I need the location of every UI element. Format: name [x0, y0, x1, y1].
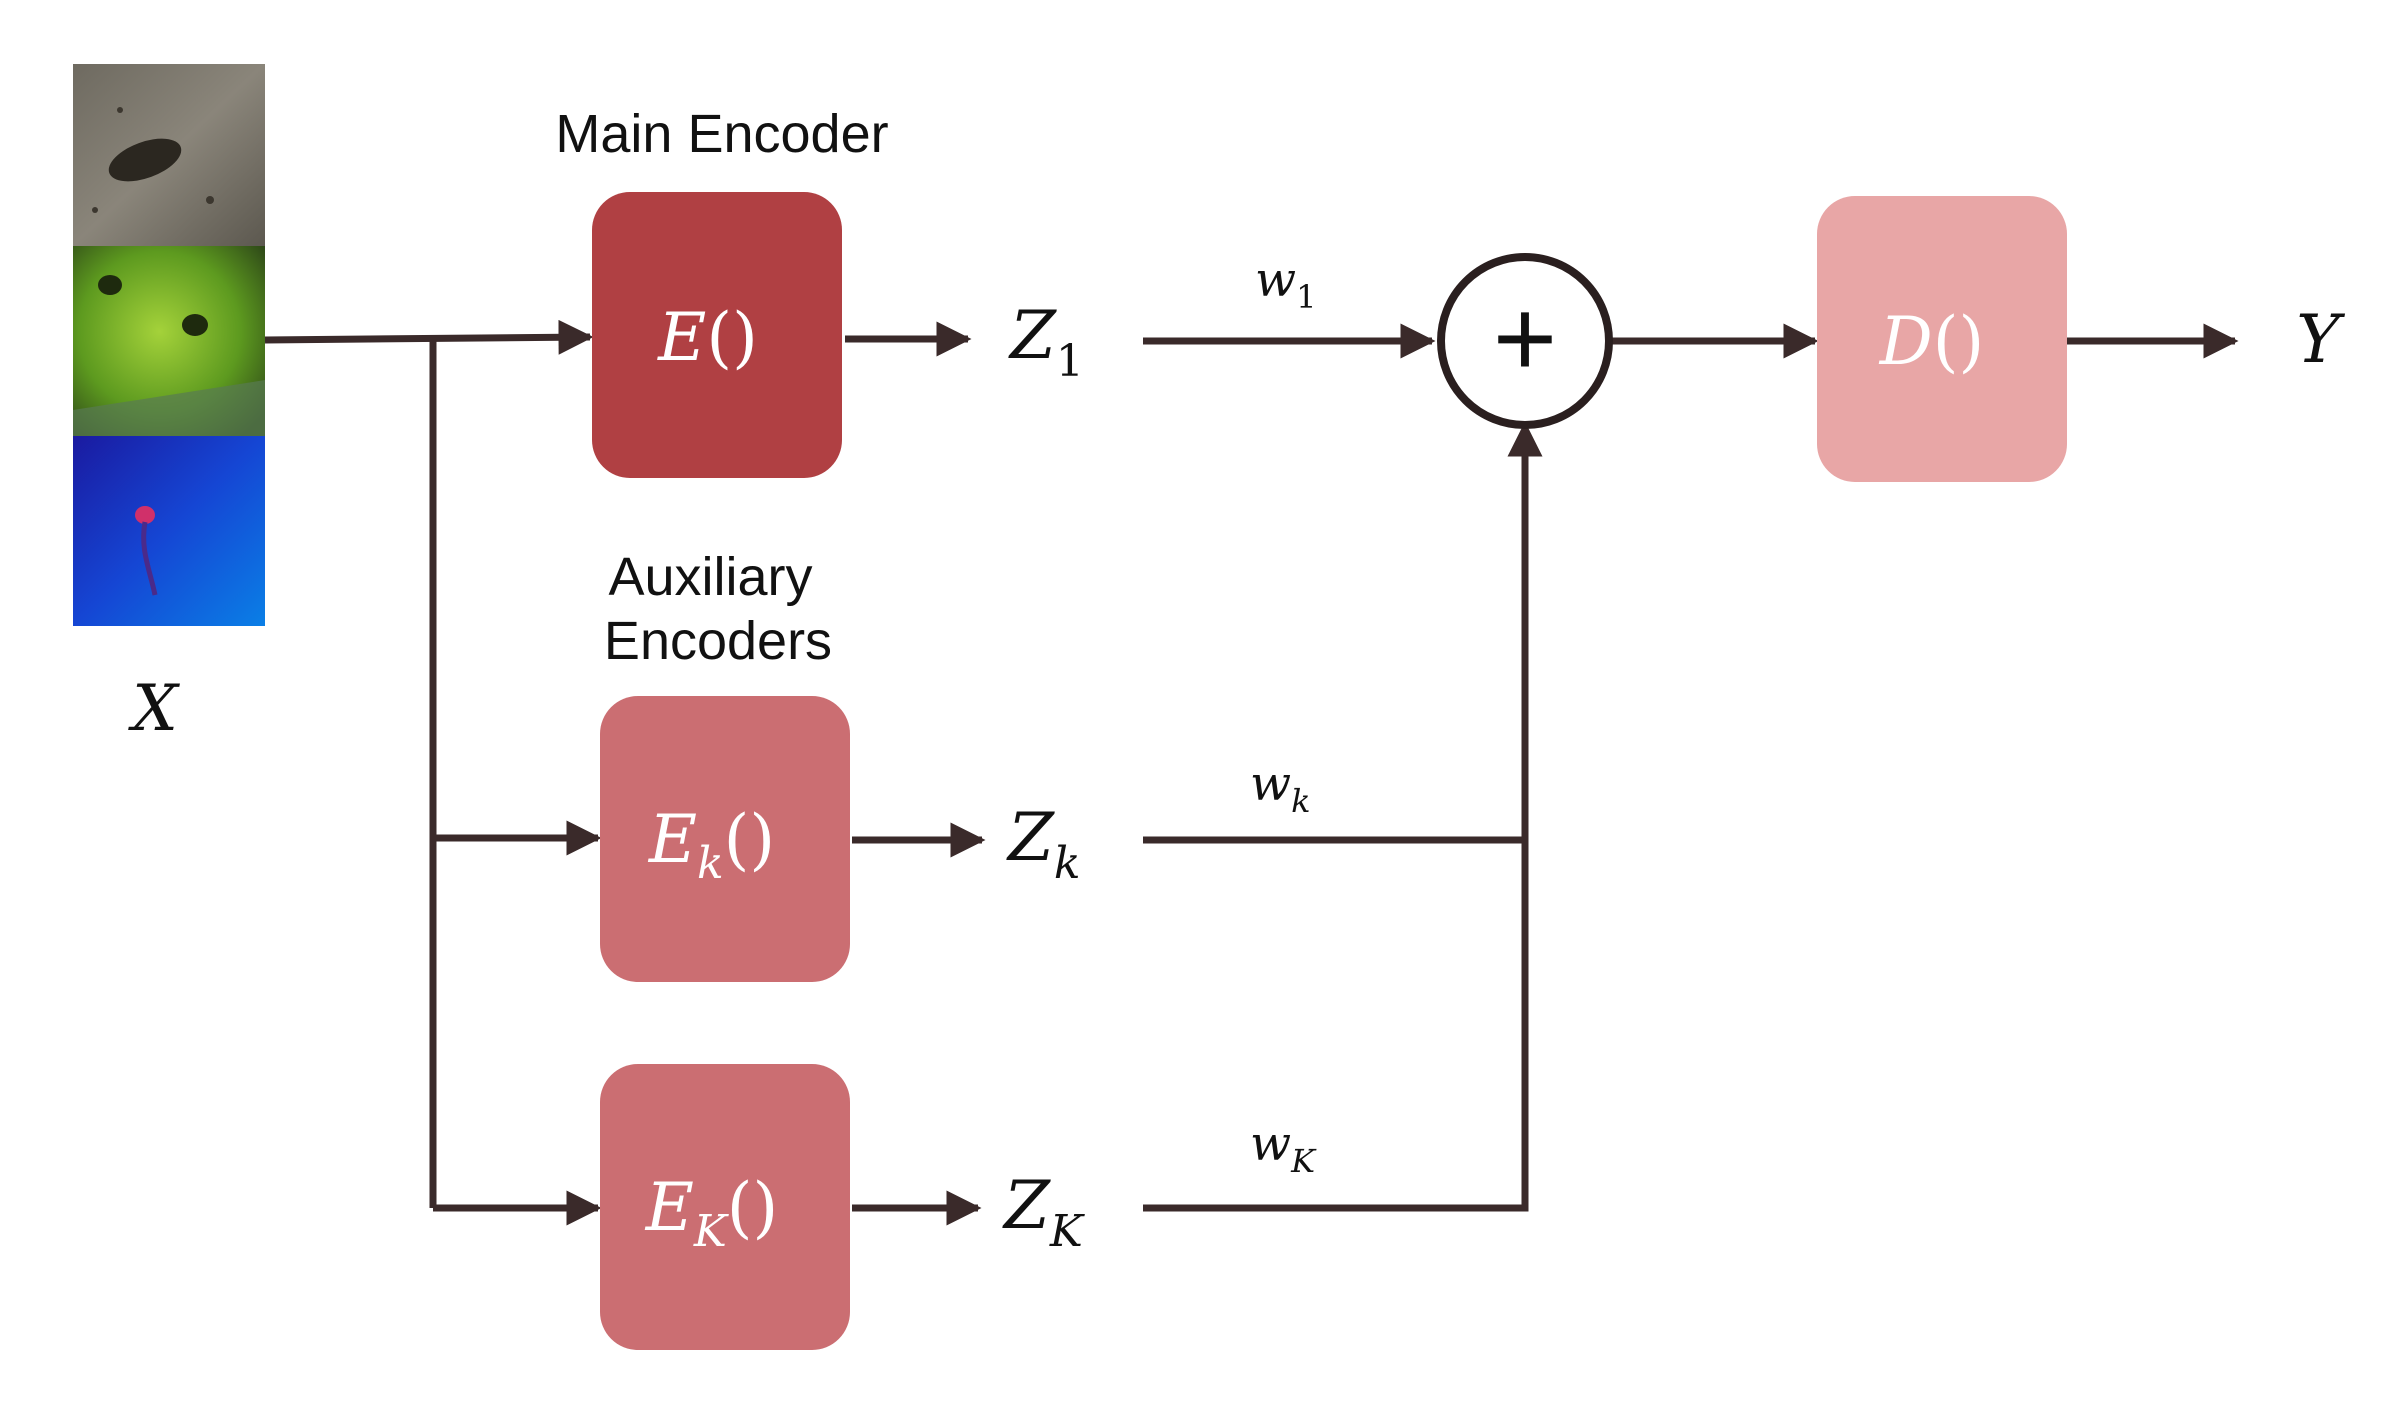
main-encoder-label: E() — [657, 299, 758, 376]
aux-K-sub: K — [693, 1206, 729, 1257]
wK-base: w — [1250, 1116, 1291, 1172]
w1-sub: 1 — [1296, 278, 1316, 316]
zK-to-sum-line — [1143, 421, 1543, 1212]
wk-label: wk — [1250, 756, 1310, 820]
aux-encoders-caption: Auxiliary Encoders — [604, 547, 832, 671]
salamander-image — [73, 64, 265, 246]
sum-node: + — [1437, 253, 1613, 429]
aux-encoder-K-box — [600, 1064, 850, 1350]
aux-K-parens: () — [727, 1169, 779, 1246]
input-image-strip — [73, 64, 265, 626]
main-encoder-box — [592, 192, 842, 478]
zK-label: ZK — [1002, 1167, 1085, 1257]
aux-k-parens: () — [724, 801, 776, 878]
aux-encoder-K-label: EK() — [645, 1169, 779, 1257]
zK-sub: K — [1049, 1206, 1085, 1257]
main-encoder-caption: Main Encoder — [555, 104, 888, 164]
decoder-func: D — [1879, 303, 1933, 380]
z1-label: Z1 — [1008, 297, 1084, 387]
aux-caption-line1: Auxiliary — [608, 547, 812, 607]
zk-base: Z — [1006, 799, 1055, 876]
main-encoder-parens: () — [706, 299, 758, 376]
decoder-label: D() — [1879, 303, 1984, 380]
jellyfish-image — [73, 436, 265, 626]
zk-sub: k — [1054, 838, 1081, 889]
aux-k-sub: k — [697, 838, 724, 889]
aux-caption-line2: Encoders — [604, 611, 832, 671]
aux-encoder-k-box — [600, 696, 850, 982]
zk-label: Zk — [1006, 799, 1081, 889]
w1-label: w1 — [1255, 252, 1316, 316]
w1-base: w — [1255, 252, 1296, 308]
connectors — [264, 319, 2239, 1226]
z1-base: Z — [1008, 297, 1057, 374]
decoder-box — [1817, 196, 2067, 482]
decoder-parens: () — [1933, 303, 1985, 380]
aux-K-func: E — [645, 1169, 694, 1246]
frog-image — [73, 246, 265, 436]
zK-base: Z — [1002, 1167, 1051, 1244]
aux-k-func: E — [648, 801, 697, 878]
output-symbol: Y — [2296, 301, 2345, 378]
input-symbol: X — [127, 672, 180, 746]
wk-base: w — [1250, 756, 1291, 812]
z1-sub: 1 — [1056, 336, 1084, 387]
wK-label: wK — [1250, 1116, 1317, 1180]
aux-encoder-k-label: Ek() — [648, 801, 775, 889]
wk-sub: k — [1291, 782, 1310, 820]
sum-symbol: + — [1493, 277, 1557, 400]
input-to-main-arrow — [264, 319, 594, 355]
wK-sub: K — [1290, 1142, 1317, 1180]
main-encoder-func: E — [657, 299, 706, 376]
